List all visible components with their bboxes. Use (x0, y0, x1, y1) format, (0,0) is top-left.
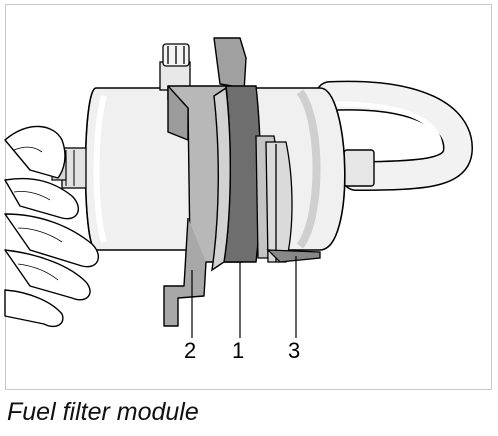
figure-caption: Fuel filter module (7, 398, 199, 426)
leader-lines (191, 256, 297, 338)
part-1-clamp (211, 85, 262, 272)
bleed-screw (159, 43, 191, 91)
callout-label-3: 3 (288, 338, 301, 363)
callout-label-1: 1 (232, 338, 245, 363)
callout-label-2: 2 (184, 338, 197, 363)
hand (4, 125, 100, 328)
part-3-seal (255, 135, 321, 263)
outlet-connector (343, 149, 375, 187)
